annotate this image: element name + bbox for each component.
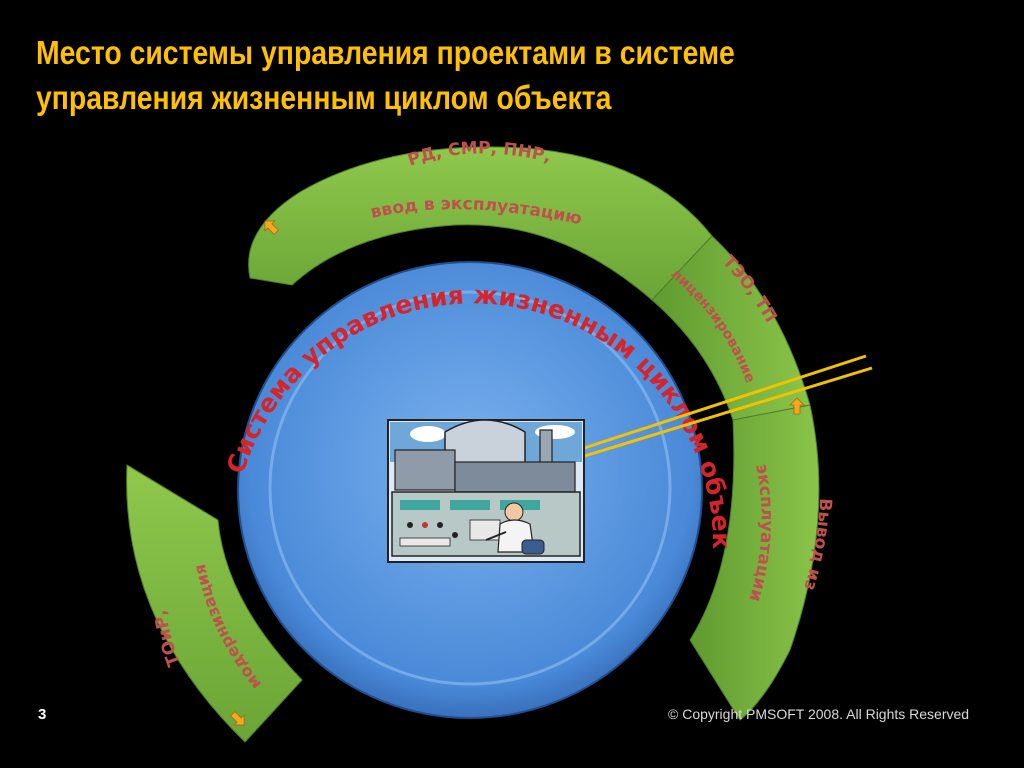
- right-outer-segment: [689, 404, 820, 721]
- slide-number: 3: [38, 706, 47, 723]
- copyright-text: © Copyright PMSOFT 2008. All Rights Rese…: [668, 706, 970, 722]
- title-line-2: управления жизненным циклом объекта: [36, 79, 612, 116]
- beam-lines: [577, 354, 873, 460]
- power-plant-icon: [387, 419, 585, 563]
- arrow-icon-top-left: [264, 220, 279, 235]
- top-segment: [248, 146, 713, 301]
- title-line-1: Место системы управления проектами в сис…: [36, 34, 735, 71]
- arrow-icon-right: [789, 397, 805, 415]
- left-segment: [126, 464, 303, 743]
- arrow-icon-bottom-left: [230, 711, 245, 726]
- slide-title: Место системы управления проектами в сис…: [36, 30, 810, 120]
